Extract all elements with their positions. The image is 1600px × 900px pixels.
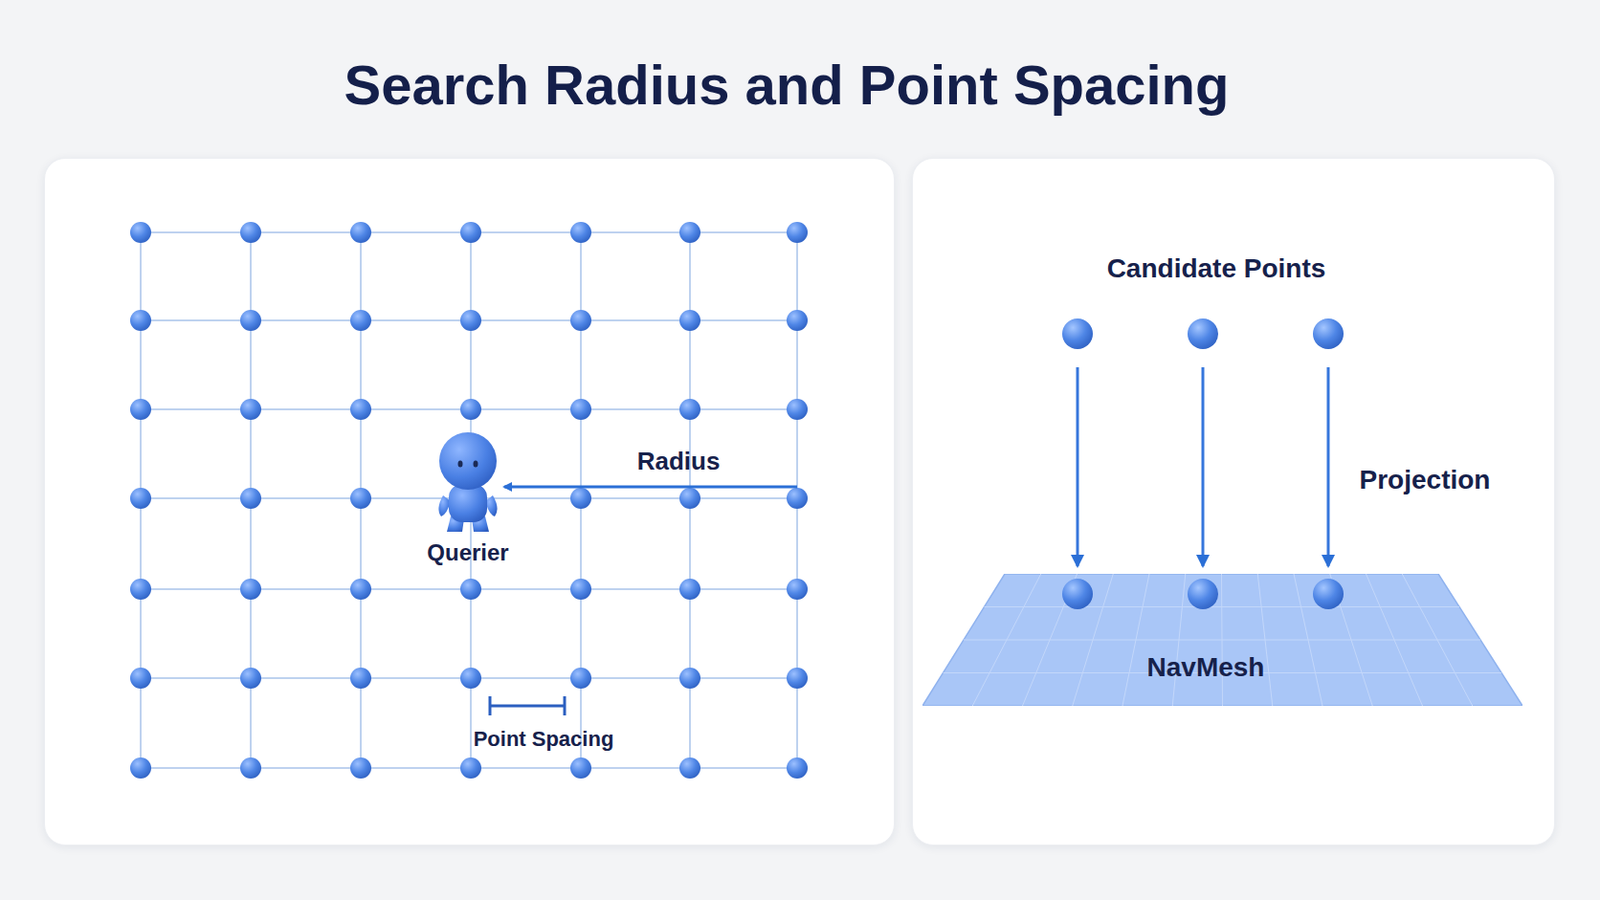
- page-title: Search Radius and Point Spacing: [344, 52, 1230, 117]
- projection-label: Projection: [1359, 465, 1491, 496]
- projection-arrows: [1077, 367, 1329, 567]
- navmesh-plane: NavMesh: [922, 574, 1523, 707]
- querier-label: Querier: [426, 539, 509, 567]
- candidate-label: Candidate Points: [1107, 253, 1327, 285]
- candidate-points: [1062, 318, 1344, 350]
- spacing-bracket: [489, 696, 565, 716]
- querier-figure: Querier: [429, 428, 507, 573]
- navmesh-surface: [922, 574, 1523, 707]
- radius-label: Radius: [637, 446, 721, 477]
- navmesh-label: NavMesh: [1147, 652, 1266, 684]
- spacing-label: Point Spacing: [473, 727, 615, 753]
- radius-arrow: [504, 486, 798, 489]
- projected-points: [1062, 578, 1344, 610]
- grid-lines: [140, 232, 798, 769]
- grid-points: [130, 222, 808, 779]
